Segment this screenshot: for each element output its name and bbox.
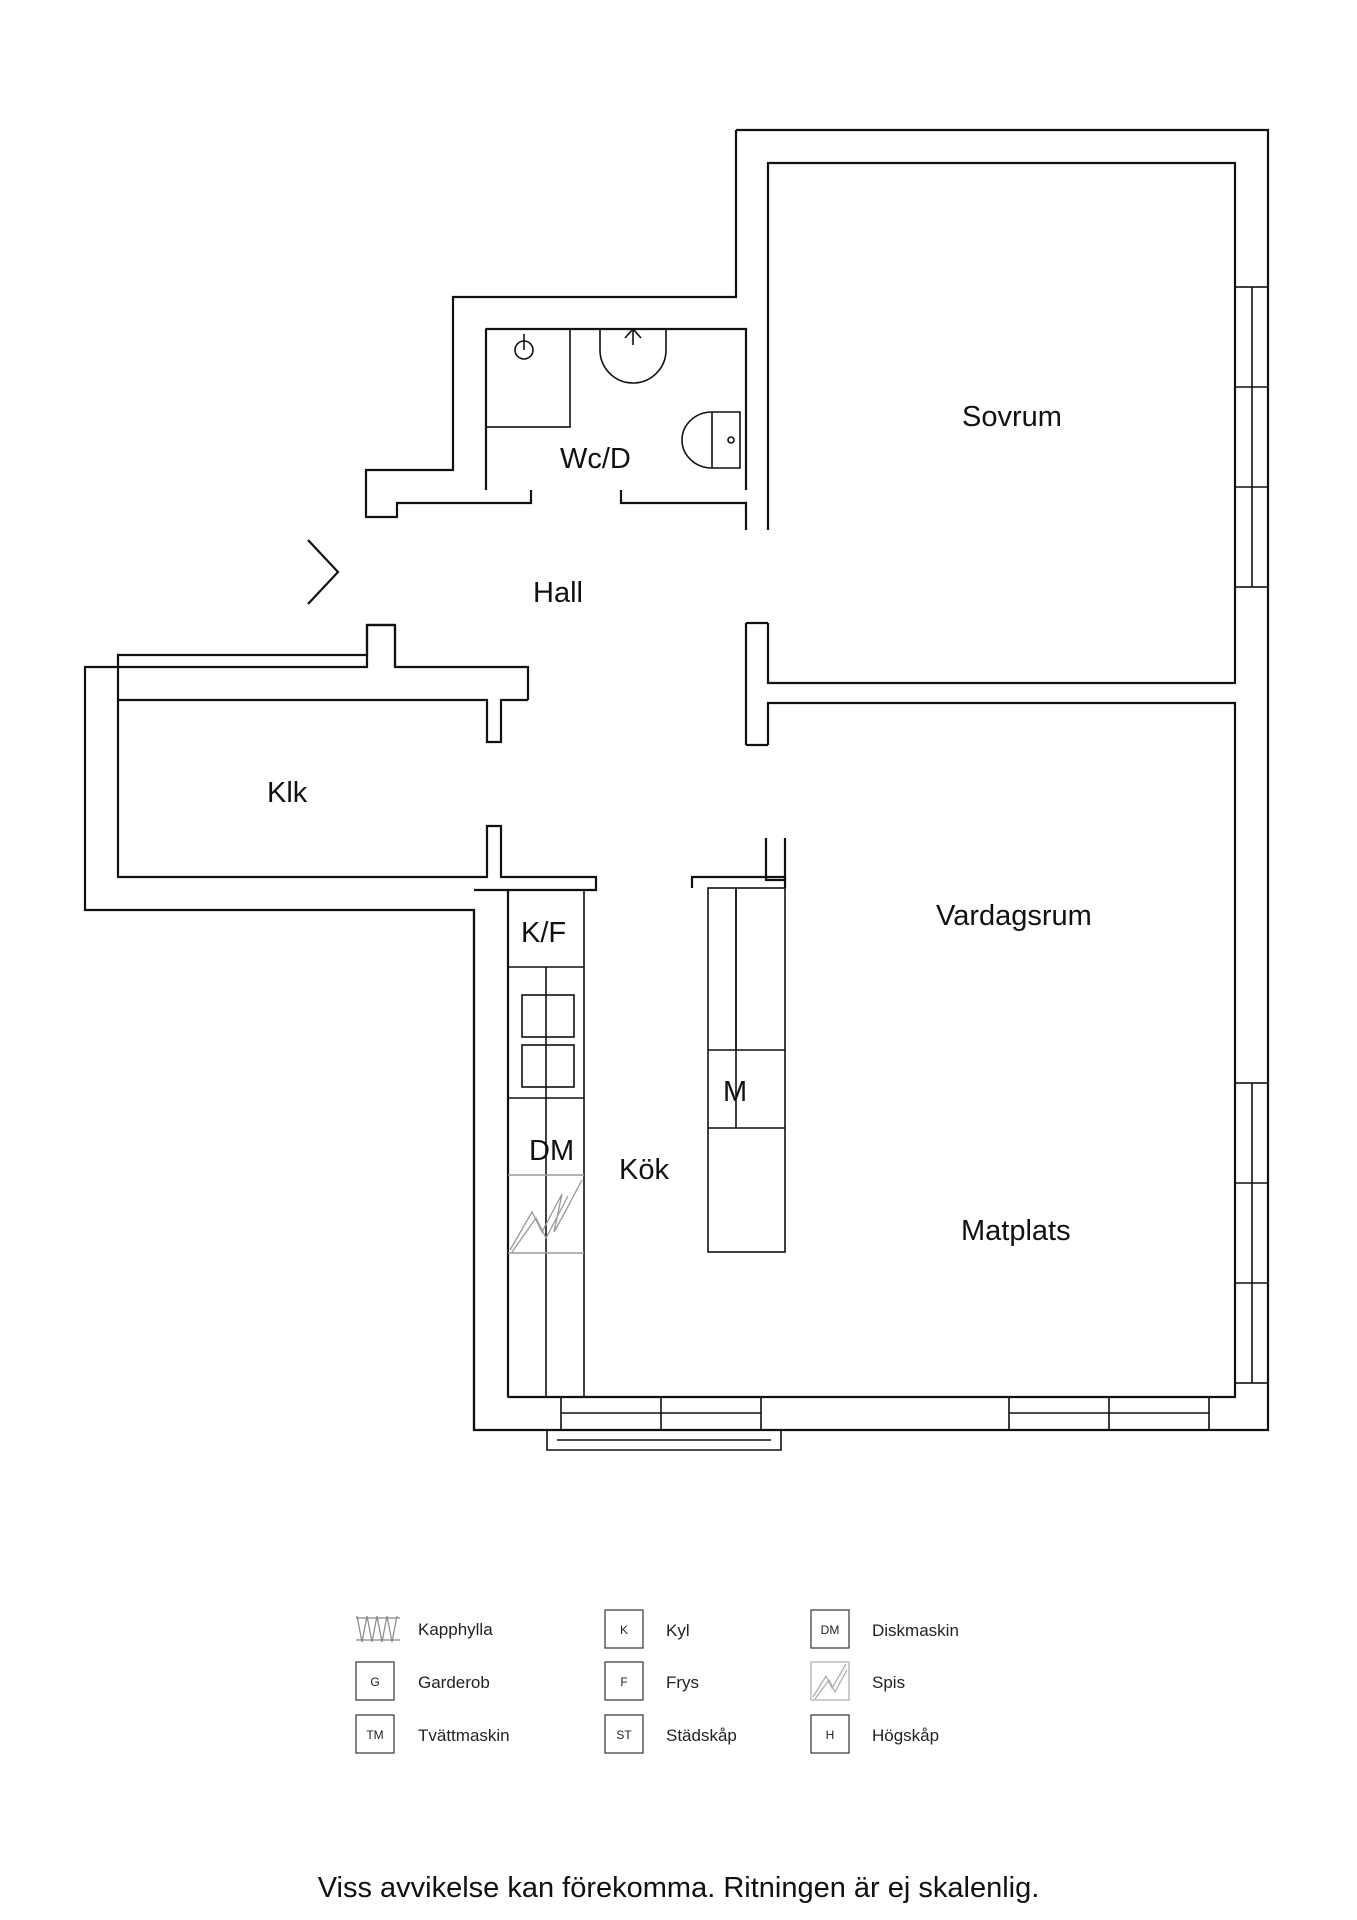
svg-text:Kapphylla: Kapphylla — [418, 1620, 493, 1639]
fixture-label-kf: K/F — [521, 917, 566, 949]
svg-text:Garderob: Garderob — [418, 1673, 490, 1692]
disclaimer-text: Viss avvikelse kan förekomma. Ritningen … — [317, 1872, 1040, 1904]
fixture-label-dm: DM — [529, 1135, 574, 1167]
room-label-wc: Wc/D — [560, 443, 631, 475]
stove-icon — [812, 1663, 847, 1698]
legend: Kapphylla G Garderob TM Tvättmaskin K Ky… — [355, 1609, 959, 1754]
legend-item-frys: F Frys — [604, 1661, 699, 1701]
svg-text:TM: TM — [366, 1728, 383, 1742]
svg-text:Kyl: Kyl — [666, 1621, 690, 1640]
svg-text:Tvättmaskin: Tvättmaskin — [418, 1726, 510, 1745]
legend-item-kapphylla: Kapphylla — [356, 1615, 493, 1643]
walls — [83, 128, 1270, 1432]
fixture-label-m: M — [723, 1076, 747, 1108]
svg-text:Högskåp: Högskåp — [872, 1726, 939, 1745]
legend-item-tvattmaskin: TM Tvättmaskin — [355, 1714, 510, 1754]
windows-bottom — [546, 1396, 1210, 1451]
legend-item-stadskap: ST Städskåp — [604, 1714, 737, 1754]
room-label-sovrum: Sovrum — [962, 401, 1062, 433]
room-label-matplats: Matplats — [961, 1215, 1071, 1247]
toilet-icon — [681, 411, 741, 469]
svg-text:Städskåp: Städskåp — [666, 1726, 737, 1745]
legend-item-kyl: K Kyl — [604, 1609, 690, 1649]
legend-item-garderob: G Garderob — [355, 1661, 490, 1701]
svg-text:Frys: Frys — [666, 1673, 699, 1692]
bathroom-fixtures — [485, 327, 741, 469]
svg-text:Diskmaskin: Diskmaskin — [872, 1621, 959, 1640]
kitchen-island — [707, 887, 786, 1253]
coat-rack-icon — [356, 1615, 400, 1643]
stove-icon — [509, 1179, 583, 1251]
room-label-kok: Kök — [619, 1154, 669, 1186]
svg-text:ST: ST — [616, 1728, 632, 1742]
svg-text:F: F — [620, 1675, 627, 1689]
room-label-vardagsrum: Vardagsrum — [936, 900, 1092, 932]
svg-text:H: H — [826, 1728, 835, 1742]
legend-item-diskmaskin: DM Diskmaskin — [810, 1609, 959, 1649]
legend-item-spis: Spis — [810, 1661, 905, 1701]
room-label-klk: Klk — [267, 777, 308, 809]
shower-icon — [599, 329, 667, 384]
kitchen-counter — [507, 889, 585, 1398]
legend-item-hogskap: H Högskåp — [810, 1714, 939, 1754]
windows-right — [1234, 286, 1269, 1384]
room-label-hall: Hall — [533, 577, 583, 609]
svg-text:G: G — [370, 1675, 379, 1689]
svg-text:Spis: Spis — [872, 1673, 905, 1692]
svg-text:DM: DM — [821, 1623, 840, 1637]
svg-text:K: K — [620, 1623, 628, 1637]
